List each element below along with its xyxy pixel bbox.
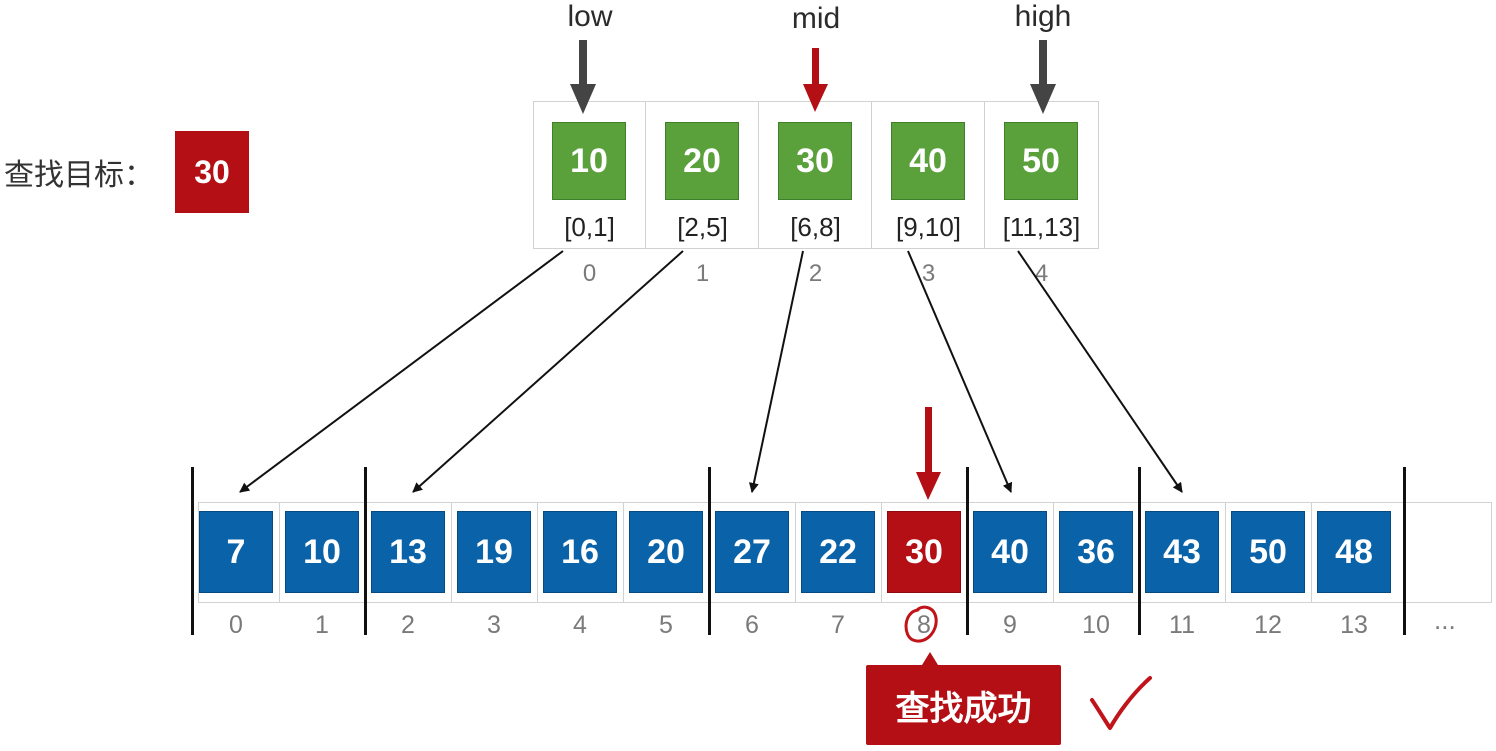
array-index: 4 [573, 611, 587, 639]
high-pointer-arrow [1030, 40, 1056, 114]
index-range: [2,5] [677, 212, 728, 242]
index-cell [759, 101, 872, 249]
index-max-value: 50 [1004, 122, 1078, 200]
index-range: [6,8] [790, 212, 841, 242]
array-index: 6 [745, 611, 759, 639]
block-arrow [412, 250, 684, 493]
array-element: 48 [1317, 511, 1391, 593]
array-element: 20 [629, 511, 703, 593]
found-pointer-arrow [916, 407, 941, 500]
block-boundary [364, 467, 367, 635]
index-position: 1 [695, 260, 710, 287]
block-arrow [907, 250, 1013, 493]
array-element-found: 30 [887, 511, 961, 593]
array-element: 43 [1145, 511, 1219, 593]
index-max-value: 30 [778, 122, 852, 200]
check-mark-icon [1090, 676, 1152, 730]
circle-annotation [904, 605, 938, 643]
array-index: 5 [659, 611, 673, 639]
index-max-value: 40 [891, 122, 965, 200]
array-index: 8 [917, 611, 931, 639]
index-position: 3 [921, 260, 936, 287]
block-boundary [708, 467, 711, 635]
array-element: 40 [973, 511, 1047, 593]
array-index: 11 [1169, 611, 1195, 639]
block-boundary [1403, 467, 1406, 635]
index-range: [0,1] [564, 212, 615, 242]
search-success-badge: 查找成功 [866, 665, 1061, 745]
array-element: 50 [1231, 511, 1305, 593]
array-element: 36 [1059, 511, 1133, 593]
index-max-value: 20 [665, 122, 739, 200]
array-index: 10 [1082, 611, 1110, 639]
index-position: 2 [808, 260, 823, 287]
block-boundary [966, 467, 969, 635]
array-element: 16 [543, 511, 617, 593]
array-index: 2 [401, 611, 415, 639]
block-boundary [1138, 467, 1141, 635]
index-max-value: 10 [552, 122, 626, 200]
high-pointer-label: high [1014, 0, 1072, 33]
callout-pointer [922, 652, 938, 665]
block-arrow [748, 250, 804, 493]
index-position: 0 [582, 260, 597, 287]
array-element: 19 [457, 511, 531, 593]
cell-divider [279, 502, 280, 603]
array-element: 22 [801, 511, 875, 593]
cell-divider [795, 502, 796, 603]
array-element: 13 [371, 511, 445, 593]
array-element: 27 [715, 511, 789, 593]
block-arrow [1017, 250, 1183, 493]
low-pointer-label: low [567, 0, 613, 33]
index-range: [9,10] [895, 212, 962, 242]
array-index: 13 [1340, 611, 1368, 639]
search-target-value: 30 [175, 131, 249, 213]
cell-divider [537, 502, 538, 603]
index-cell [533, 101, 646, 249]
cell-divider [1053, 502, 1054, 603]
array-ellipsis: ... [1434, 605, 1456, 635]
array-index: 9 [1003, 611, 1017, 639]
index-range: [11,13] [1002, 212, 1081, 242]
array-index: 1 [315, 611, 329, 639]
cell-divider [1225, 502, 1226, 603]
array-element: 7 [199, 511, 273, 593]
cell-divider [623, 502, 624, 603]
array-element: 10 [285, 511, 359, 593]
low-pointer-arrow [570, 40, 596, 114]
cell-divider [881, 502, 882, 603]
array-index: 0 [229, 611, 243, 639]
block-arrow [239, 250, 564, 493]
index-cell [646, 101, 759, 249]
array-index: 12 [1254, 611, 1282, 639]
array-index: 7 [831, 611, 845, 639]
mid-pointer-arrow [803, 48, 828, 112]
search-target-label: 查找目标： [4, 159, 154, 192]
array-index: 3 [487, 611, 501, 639]
block-boundary [191, 467, 194, 635]
cell-divider [1311, 502, 1312, 603]
index-cell [872, 101, 985, 249]
cell-divider [451, 502, 452, 603]
mid-pointer-label: mid [791, 2, 841, 35]
